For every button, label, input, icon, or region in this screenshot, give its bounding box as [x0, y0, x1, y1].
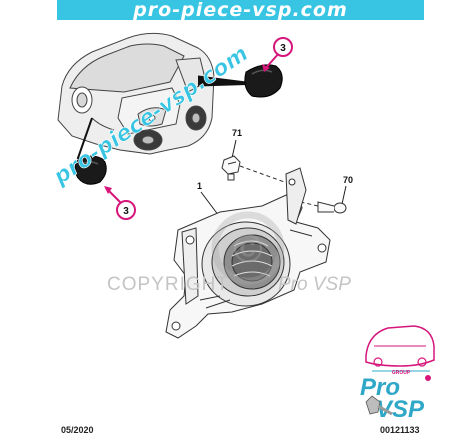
copyright-text: COPYRIGHT	[107, 274, 229, 295]
copyright-watermark: ©	[211, 211, 285, 285]
logo-pro-text: Pro	[360, 374, 400, 401]
logo-bolt-icon	[365, 395, 393, 416]
callout-70-leader	[341, 185, 347, 205]
callout-71-leader	[231, 139, 237, 159]
callout-71-label: 71	[232, 128, 242, 138]
footer-reference: 00121133	[380, 425, 420, 435]
copyright-suffix: Pro VSP	[278, 274, 351, 295]
footer-date: 05/2020	[61, 425, 94, 435]
callout-70-label: 70	[343, 175, 353, 185]
callout-3-upper[interactable]: 3	[262, 37, 293, 72]
rear-light-lens-lower	[74, 155, 107, 185]
callout-1-label: 1	[197, 181, 202, 191]
callout-3-upper-label: 3	[280, 43, 286, 54]
pro-vsp-logo: GROUP Pro VSP	[360, 325, 435, 423]
car-illustration	[57, 32, 215, 155]
copyright-symbol: ©	[233, 227, 262, 271]
lamp-housing-part	[165, 167, 331, 339]
callout-3-lower-label: 3	[123, 206, 129, 217]
bolt-71-axis	[239, 165, 291, 185]
site-banner: pro-piece-vsp.com	[57, 0, 424, 20]
bolt-71-part	[221, 155, 241, 181]
callout-3-lower[interactable]: 3	[104, 186, 136, 220]
logo-group-text: GROUP	[392, 370, 411, 376]
banner-text: pro-piece-vsp.com	[133, 0, 348, 21]
screw-70-part	[317, 201, 347, 214]
